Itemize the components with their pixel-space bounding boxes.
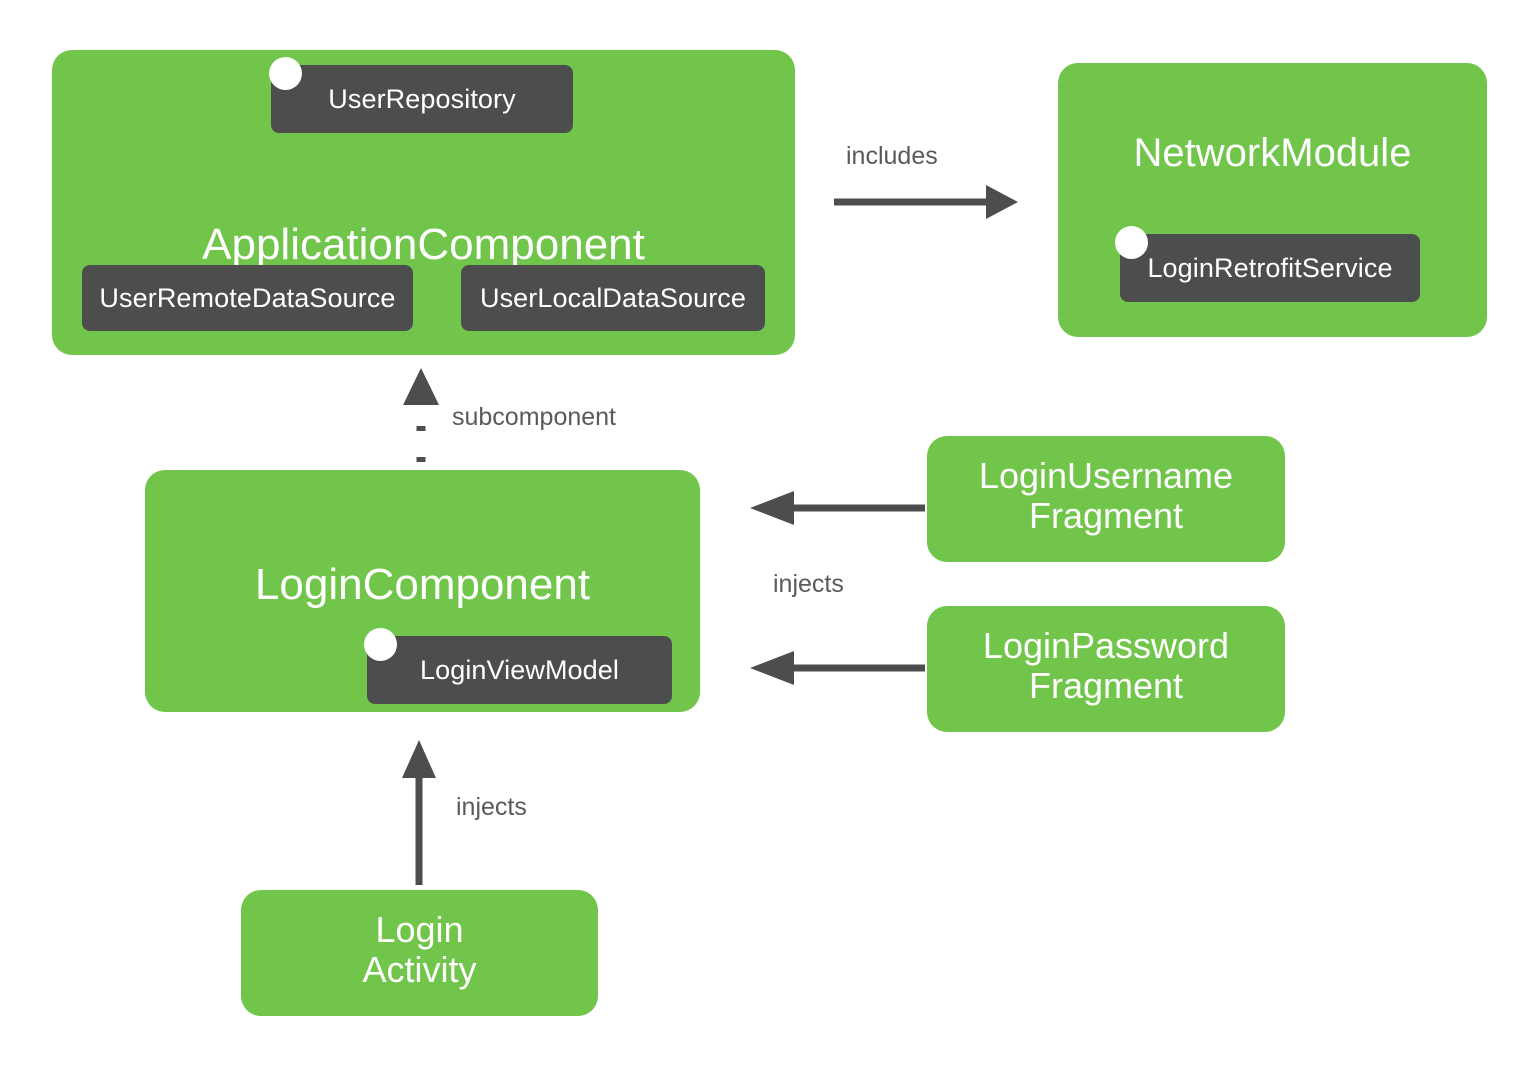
edge-label-includes: includes (846, 142, 938, 170)
edge-injects-activity (402, 740, 436, 885)
edge-label-injects-activity: injects (456, 793, 527, 821)
chip-user-remote-data-source-label: UserRemoteDataSource (99, 282, 396, 313)
chip-login-retrofit-service[interactable]: LoginRetrofitService (1120, 234, 1420, 302)
login-password-fragment-title: LoginPassword Fragment (982, 625, 1230, 707)
chip-login-view-model-label: LoginViewModel (419, 654, 620, 685)
chip-login-retrofit-service-label: LoginRetrofitService (1147, 252, 1393, 283)
edge-injects-username (750, 491, 925, 525)
chip-login-view-model[interactable]: LoginViewModel (367, 636, 672, 704)
chip-user-local-data-source[interactable]: UserLocalDataSource (461, 265, 765, 331)
login-activity-title: Login Activity (362, 909, 477, 991)
node-login-username-fragment[interactable]: LoginUsername Fragment (927, 436, 1285, 562)
edge-includes (834, 185, 1018, 219)
provides-marker-icon-login-view-model (364, 628, 397, 661)
edge-label-injects-fragments: injects (773, 570, 844, 598)
edge-label-subcomponent: subcomponent (452, 403, 617, 431)
edge-subcomponent (403, 368, 439, 462)
login-username-fragment-title: LoginUsername Fragment (978, 455, 1234, 537)
chip-user-local-data-source-label: UserLocalDataSource (479, 282, 747, 313)
node-login-password-fragment[interactable]: LoginPassword Fragment (927, 606, 1285, 732)
application-component-title: ApplicationComponent (202, 220, 645, 269)
network-module-title: NetworkModule (1133, 131, 1412, 175)
chip-user-repository-label: UserRepository (328, 83, 516, 114)
login-component-title: LoginComponent (254, 560, 591, 609)
edge-injects-password (750, 651, 925, 685)
provides-marker-icon-login-retrofit-service (1115, 226, 1148, 259)
chip-user-remote-data-source[interactable]: UserRemoteDataSource (82, 265, 413, 331)
provides-marker-icon-user-repository (269, 57, 302, 90)
chip-user-repository[interactable]: UserRepository (271, 65, 573, 133)
node-login-activity[interactable]: Login Activity (241, 890, 598, 1016)
